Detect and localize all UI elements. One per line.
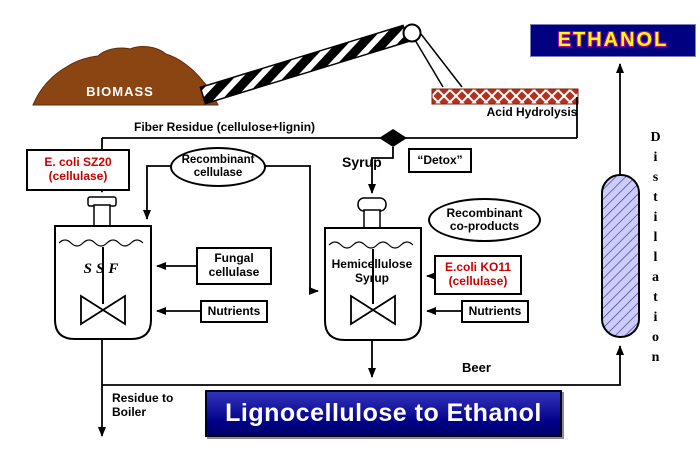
ecoli-sz20-line1: E. coli SZ20 <box>44 155 112 170</box>
biomass-pile-shape <box>32 46 219 106</box>
ecoli-ko11-line1: E.coli KO11 <box>444 260 512 275</box>
hemicellulose-line2: Syrup <box>354 270 389 285</box>
chute-line-1 <box>414 39 444 88</box>
residue-to-boiler-label: Residue to Boiler <box>112 391 196 420</box>
ethanol-label: ETHANOL <box>557 29 669 51</box>
detox-label: “Detox” <box>417 152 463 167</box>
beer-line <box>102 345 624 386</box>
nutrients-left-label: Nutrients <box>207 303 261 318</box>
nutrients-right-box: Nutrients <box>461 300 529 323</box>
acid-hydrolysis-label: Acid Hydrolysis <box>486 105 578 119</box>
fiber-residue-label: Fiber Residue (cellulose+lignin) <box>134 120 316 134</box>
acid-hydrolysis-bar <box>431 88 579 105</box>
title-banner: Lignocellulose to Ethanol <box>205 390 562 437</box>
fungal-cellulase-box: Fungal cellulase <box>196 247 272 285</box>
recombinant-coproducts-ellipse: Recombinant co-products <box>428 198 541 242</box>
hemicellulose-line1: Hemicellulose <box>331 257 413 271</box>
ecoli-sz20-box: E. coli SZ20 (cellulase) <box>26 149 130 191</box>
beer-label: Beer <box>462 360 491 375</box>
recombinant-coproducts-line1: Recombinant <box>446 205 523 220</box>
ecoli-ko11-line2: (cellulase) <box>448 274 508 288</box>
residue-line2: Boiler <box>112 404 147 419</box>
biomass-label: BIOMASS <box>86 84 154 99</box>
cellulase-to-ssf-arrow <box>143 165 171 220</box>
detox-to-tank-arrow <box>368 147 394 194</box>
recombinant-cellulase-line2: cellulase <box>193 167 243 179</box>
ecoli-sz20-line2: (cellulase) <box>48 169 108 183</box>
fungal-line1: Fungal <box>214 251 254 266</box>
nutrients-right-label: Nutrients <box>468 303 522 318</box>
detox-box: “Detox” <box>408 148 472 173</box>
hemicellulose-syrup-label: Hemicellulose Syrup <box>327 257 417 286</box>
distillation-label: Distillation <box>648 130 663 370</box>
recombinant-coproducts-line2: co-products <box>449 219 520 233</box>
chute-line-2 <box>420 33 463 88</box>
recombinant-cellulase-ellipse: Recombinant cellulase <box>170 147 266 187</box>
ssf-label: SSF <box>83 261 123 277</box>
ecoli-ko11-box: E.coli KO11 (cellulase) <box>434 255 522 295</box>
ethanol-box: ETHANOL <box>530 24 696 57</box>
cellulase-to-hemi-arrow <box>264 165 319 295</box>
distillation-column <box>601 174 640 338</box>
hemicellulose-tank <box>324 197 422 341</box>
title-banner-text: Lignocellulose to Ethanol <box>225 399 542 427</box>
conveyor-belt <box>199 24 410 105</box>
fungal-line2: cellulase <box>208 265 260 279</box>
ssf-tank <box>54 196 152 340</box>
syrup-label: Syrup <box>342 154 382 170</box>
junction-diamond <box>379 129 407 147</box>
recombinant-cellulase-line1: Recombinant <box>181 154 255 167</box>
nutrients-left-box: Nutrients <box>200 300 268 323</box>
residue-line1: Residue to <box>112 391 174 405</box>
conveyor-pulley <box>402 23 422 43</box>
